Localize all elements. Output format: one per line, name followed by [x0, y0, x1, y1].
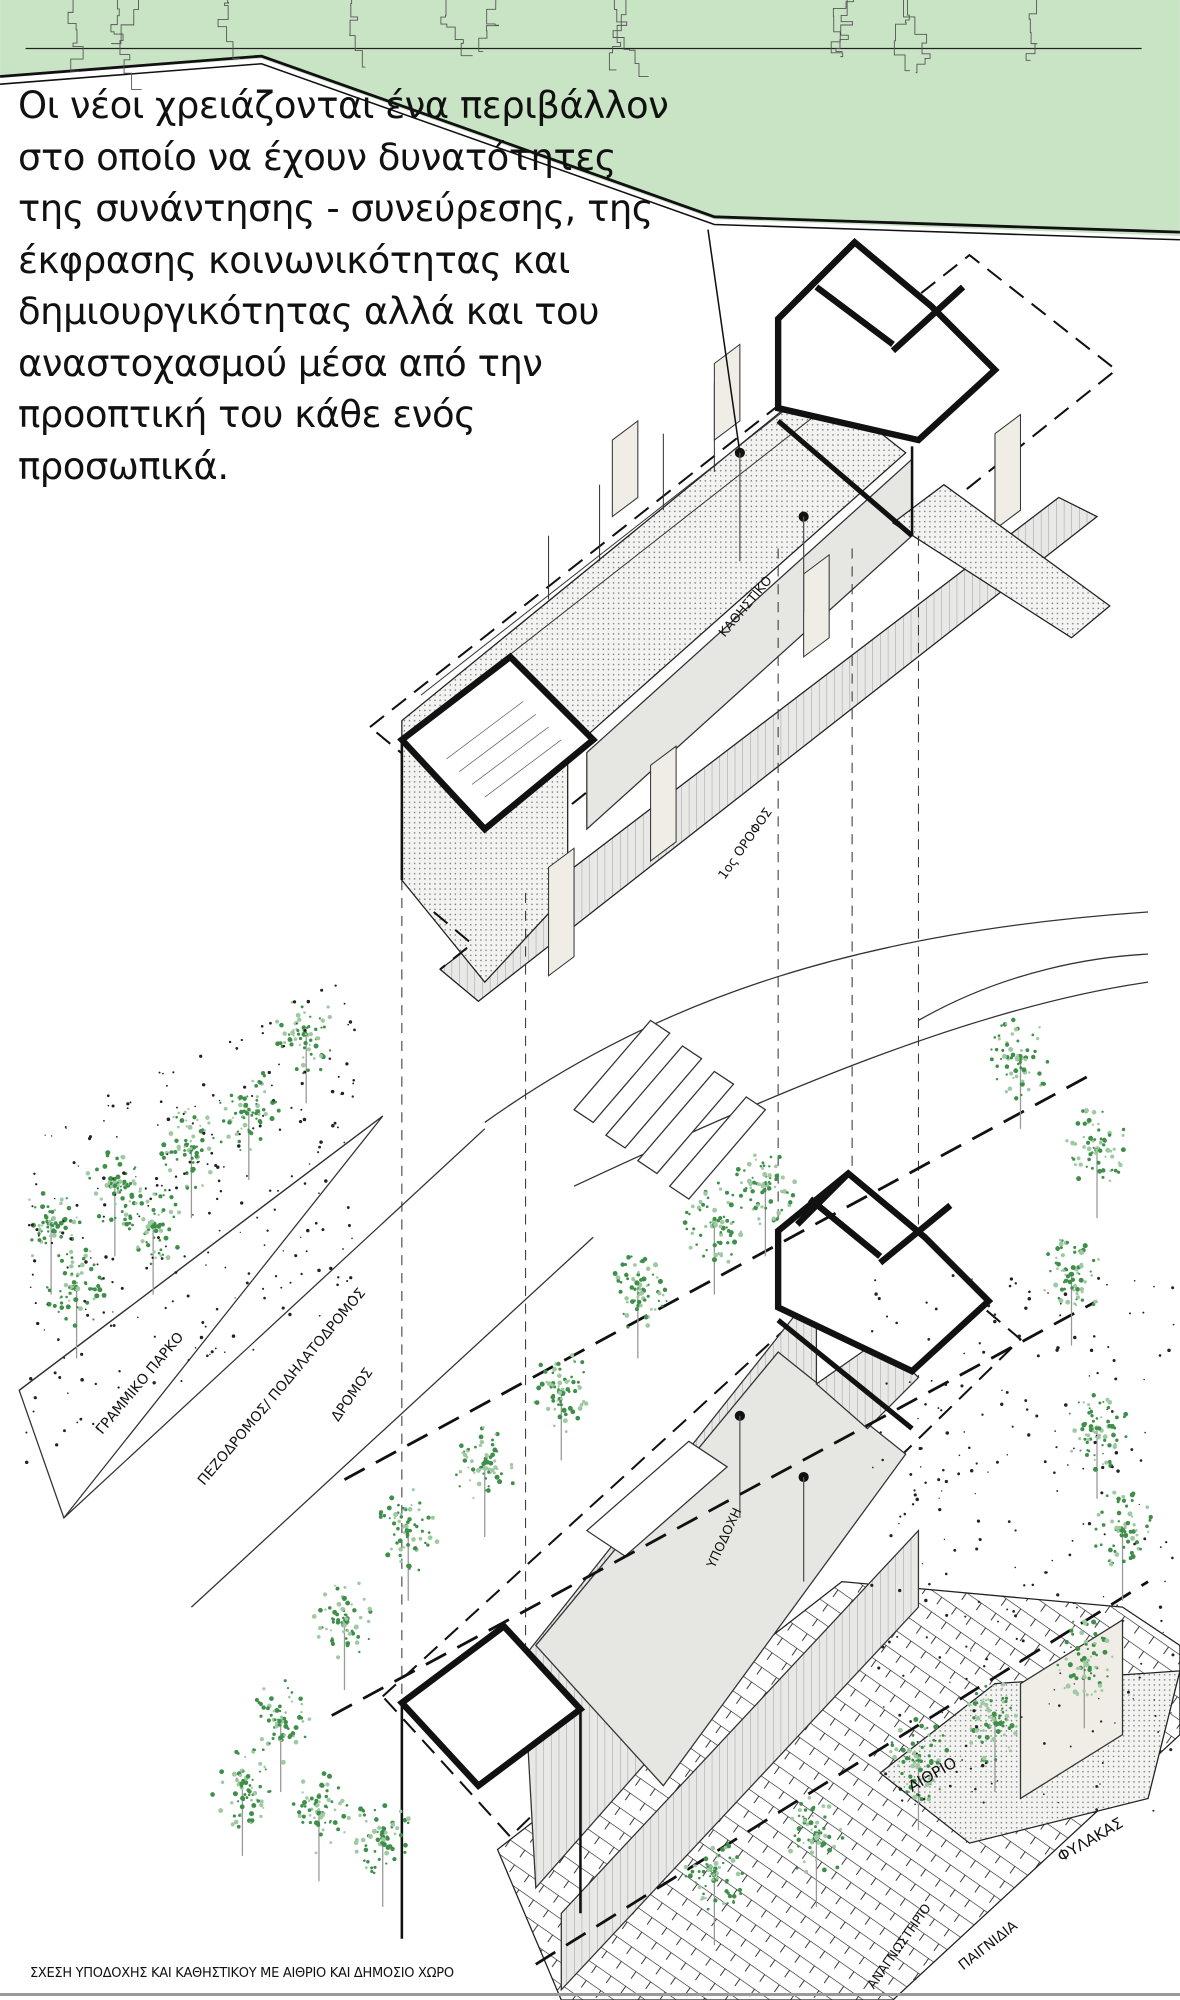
- tree-icon: [455, 1426, 515, 1537]
- crosswalk: [573, 1019, 767, 1200]
- drawing-caption: ΣΧΕΣΗ ΥΠΟΔΟΧΗΣ ΚΑΙ ΚΑΘΗΣΤΙΚΟΥ ΜΕ ΑΙΘΡΙΟ …: [30, 1966, 454, 1981]
- tree-icon: [1094, 1490, 1153, 1601]
- intro-line: προοπτική του κάθε ενός: [18, 393, 476, 436]
- tree-icon: [85, 1150, 142, 1257]
- ground-floor-plan: [381, 1169, 1022, 1992]
- linear-park-band: [18, 1115, 384, 1520]
- contour-line: [835, 0, 853, 52]
- tree-icon: [219, 1070, 281, 1180]
- contour-line: [119, 0, 142, 90]
- contour-line: [110, 0, 124, 45]
- site-boundary: [331, 1070, 1149, 1966]
- tree-icon: [788, 1795, 845, 1907]
- contour-line: [1025, 0, 1038, 61]
- tree-icon: [124, 1187, 182, 1295]
- tree-icon: [159, 1107, 223, 1219]
- tree-icon: [1056, 1619, 1114, 1729]
- tree-icon: [254, 1679, 312, 1793]
- tree-icon: [1068, 1393, 1129, 1499]
- tree-icon: [275, 1000, 332, 1104]
- tree-icon: [735, 1153, 798, 1257]
- tree-icon: [1043, 1238, 1100, 1346]
- ground-speckles: [25, 984, 1175, 1812]
- contour-line: [830, 0, 855, 58]
- contour-line: [349, 0, 366, 68]
- contour-line: [612, 0, 649, 77]
- tree-icon: [533, 1353, 589, 1461]
- tree-icon: [353, 1803, 411, 1907]
- tree-icon: [966, 1682, 1018, 1793]
- tree-icon: [28, 1191, 82, 1295]
- intro-line: προσωπικά.: [18, 444, 229, 488]
- tree-icon: [210, 1748, 272, 1856]
- guard-booth: [1019, 1618, 1124, 1800]
- contour-line: [440, 0, 473, 57]
- tree-icon: [378, 1488, 440, 1601]
- intro-line: στο οποίο να έχουν δυνατότητες: [18, 135, 617, 179]
- intro-line: έκφρασης κοινωνικότητας και: [18, 238, 570, 282]
- contour-line: [608, 0, 628, 71]
- first-floor-plan: [368, 229, 1118, 1003]
- bottom-divider: [0, 1993, 1180, 1996]
- tree-icon: [682, 1181, 744, 1295]
- tree-icon: [291, 1771, 351, 1882]
- intro-line: δημιουργικότητας αλλά και του: [18, 290, 600, 333]
- trees: [28, 1000, 1153, 1946]
- street-lines: [18, 911, 1149, 1608]
- intro-line: της συνάντησης - συνεύρεσης, της: [18, 187, 654, 230]
- label-road: ΔΡΟΜΟΣ: [328, 1365, 376, 1424]
- contour-line: [903, 0, 931, 74]
- park-area: [0, 0, 1180, 241]
- tree-icon: [889, 1716, 950, 1831]
- tree-icon: [683, 1842, 744, 1946]
- tree-icon: [311, 1581, 373, 1691]
- tree-icon: [1065, 1108, 1126, 1219]
- tree-icon: [46, 1247, 107, 1359]
- label-first-floor: 1ος ΟΡΟΦΟΣ: [716, 806, 776, 883]
- contour-line: [217, 0, 240, 60]
- contour-line: [67, 0, 84, 72]
- tree-icon: [989, 1017, 1050, 1129]
- intro-line: αναστοχασμού μέσα από την: [18, 341, 543, 385]
- intro-paragraph: Οι νέοι χρειάζονται ένα περιβάλλον στο ο…: [18, 80, 718, 492]
- intro-line: Οι νέοι χρειάζονται ένα περιβάλλον: [18, 84, 669, 127]
- contour-line: [478, 0, 499, 52]
- tree-icon: [612, 1255, 668, 1359]
